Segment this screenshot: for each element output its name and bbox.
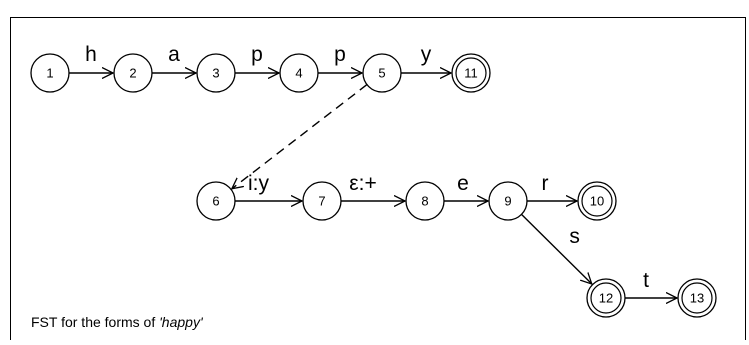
state-circle	[279, 53, 319, 93]
transition-label-8-9: e	[457, 172, 469, 195]
state-11-final: 11	[451, 53, 491, 93]
final-state-ring	[590, 282, 622, 314]
state-circle	[677, 278, 717, 318]
state-circle	[488, 181, 528, 221]
state-label: 3	[212, 66, 219, 81]
state-7: 7	[302, 181, 342, 221]
caption-prefix: FST for the forms of	[31, 314, 159, 330]
state-10-final: 10	[577, 181, 617, 221]
state-9: 9	[488, 181, 528, 221]
final-state-ring	[581, 185, 613, 217]
state-label: 9	[504, 194, 511, 209]
state-circle	[586, 278, 626, 318]
transition-label-7-8: ε:+	[349, 172, 376, 195]
state-circle	[577, 181, 617, 221]
transition-label-9-10: r	[542, 172, 549, 195]
state-8: 8	[405, 181, 445, 221]
transition-label-2-3: a	[168, 43, 180, 66]
state-circle	[451, 53, 491, 93]
state-2: 2	[113, 53, 153, 93]
state-label: 4	[295, 66, 302, 81]
state-circle	[362, 53, 402, 93]
state-circle	[196, 181, 236, 221]
transition-label-12-13: t	[643, 269, 649, 292]
state-4: 4	[279, 53, 319, 93]
state-label: 11	[464, 66, 478, 81]
diagram-caption: FST for the forms of 'happy'	[31, 314, 204, 330]
caption-word: 'happy'	[159, 314, 204, 330]
state-1: 1	[30, 53, 70, 93]
state-circle	[405, 181, 445, 221]
transition-label-3-4: p	[251, 43, 263, 66]
final-state-ring	[455, 57, 487, 89]
state-circle	[196, 53, 236, 93]
transition-9-12	[521, 213, 592, 284]
state-label: 8	[421, 194, 428, 209]
state-3: 3	[196, 53, 236, 93]
state-label: 10	[590, 194, 604, 209]
transition-label-4-5: p	[334, 43, 346, 66]
diagram-frame	[10, 17, 746, 345]
transition-label-1-2: h	[85, 43, 97, 66]
state-label: 13	[690, 291, 704, 306]
state-6: 6	[196, 181, 236, 221]
state-circle	[302, 181, 342, 221]
state-circle	[30, 53, 70, 93]
transition-label-9-12: s	[569, 225, 580, 248]
state-label: 7	[318, 194, 325, 209]
state-label: 12	[599, 291, 613, 306]
state-label: 1	[46, 66, 53, 81]
state-label: 6	[212, 194, 219, 209]
state-13-final: 13	[677, 278, 717, 318]
transition-label-6-7: i:y	[248, 172, 270, 195]
transition-5-6-dashed	[232, 84, 368, 189]
state-5: 5	[362, 53, 402, 93]
transitions-layer	[69, 73, 677, 298]
final-state-ring	[681, 282, 713, 314]
state-12-final: 12	[586, 278, 626, 318]
state-label: 5	[378, 66, 385, 81]
transition-label-5-11: y	[421, 43, 432, 66]
state-circle	[113, 53, 153, 93]
state-label: 2	[129, 66, 136, 81]
transition-labels-layer: h a p p y i:y ε:+ e r s t	[85, 43, 649, 292]
